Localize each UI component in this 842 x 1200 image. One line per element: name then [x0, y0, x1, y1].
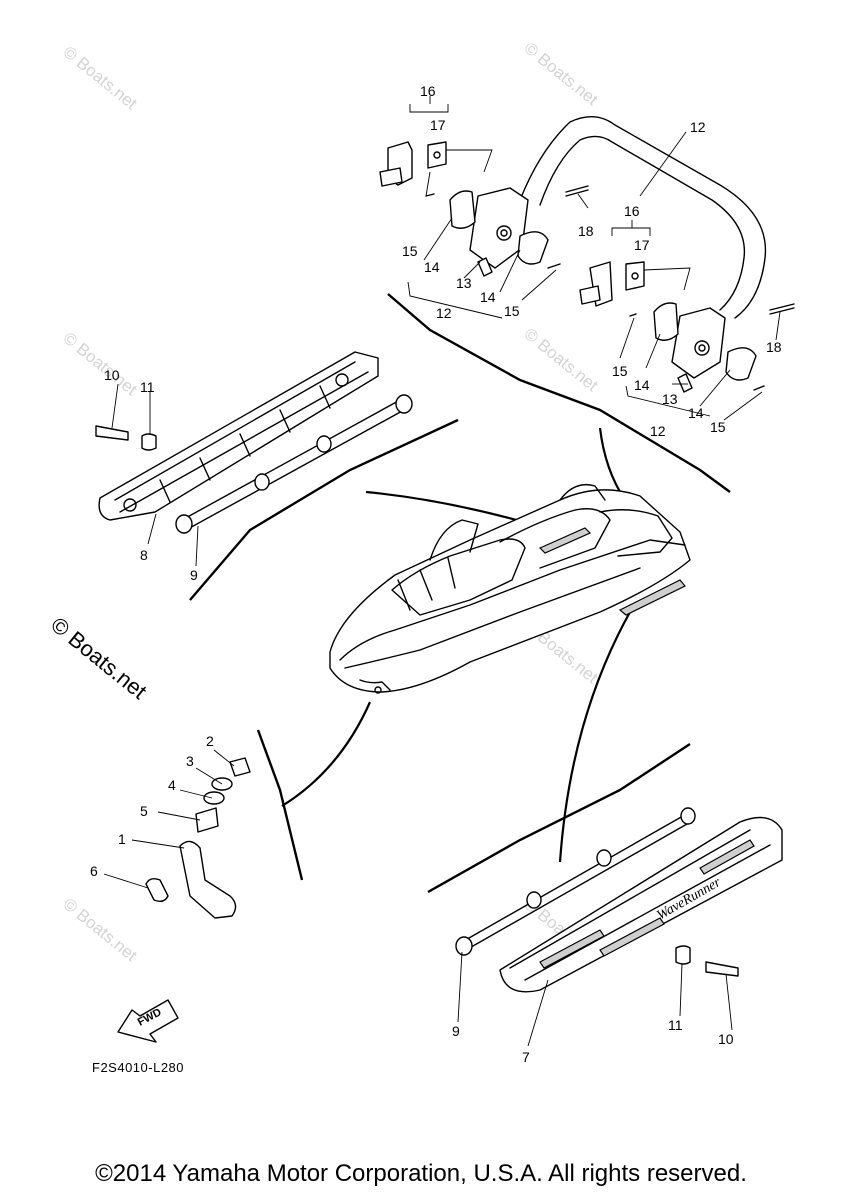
callout-16: 16 [420, 83, 436, 99]
callout-13: 13 [662, 391, 678, 407]
callout-10: 10 [718, 1031, 734, 1047]
bottom-right-frame [427, 742, 691, 894]
callout-12: 12 [436, 305, 452, 321]
callout-16: 16 [624, 203, 640, 219]
forward-direction-arrow: FWD [117, 999, 179, 1043]
watermark: © Boats.net [59, 894, 140, 965]
callout-14: 14 [424, 259, 440, 275]
callout-6: 6 [90, 863, 98, 879]
callout-9: 9 [452, 1023, 460, 1039]
callout-15: 15 [504, 303, 520, 319]
connector-arrow [558, 611, 631, 863]
callout-9: 9 [190, 567, 198, 583]
rear-grab-bar-assembly [379, 116, 795, 393]
watermark: © Boats.net [520, 38, 601, 109]
callout-11: 11 [668, 1017, 683, 1033]
callout-5: 5 [140, 803, 148, 819]
rear-group-frame [387, 293, 731, 493]
callout-3: 3 [186, 753, 194, 769]
callout-15: 15 [710, 419, 726, 435]
left-group-frame [189, 418, 459, 601]
bottom-left-frame [256, 729, 304, 881]
reference-code: F2S4010-L280 [92, 1060, 185, 1075]
callout-18: 18 [578, 223, 594, 239]
right-step-assembly: WaveRunner [455, 807, 783, 993]
callout-17: 17 [634, 237, 650, 253]
callout-14: 14 [634, 377, 650, 393]
callout-labels: 16 17 12 18 15 14 13 14 15 12 16 17 18 1… [90, 83, 782, 1065]
callout-7: 7 [522, 1049, 530, 1065]
connector-arrow [281, 701, 372, 807]
copyright-notice: ©2014 Yamaha Motor Corporation, U.S.A. A… [95, 1160, 747, 1187]
hook-handle-assembly [145, 757, 251, 919]
callout-12: 12 [690, 119, 706, 135]
leader-lines [103, 96, 781, 1047]
callout-1: 1 [118, 831, 126, 847]
callout-4: 4 [168, 777, 176, 793]
callout-8: 8 [140, 547, 148, 563]
left-step-assembly [95, 351, 413, 534]
callout-14: 14 [480, 289, 496, 305]
callout-2: 2 [206, 733, 214, 749]
callout-12: 12 [650, 423, 666, 439]
callout-14: 14 [688, 405, 704, 421]
callout-10: 10 [104, 367, 120, 383]
watercraft-illustration [329, 483, 691, 694]
callout-11: 11 [140, 379, 155, 395]
watermark: © Boats.net [59, 42, 140, 113]
callout-18: 18 [766, 339, 782, 355]
callout-13: 13 [456, 275, 472, 291]
callout-15: 15 [402, 243, 418, 259]
callout-15: 15 [612, 363, 628, 379]
watermark: © Boats.net [59, 328, 140, 399]
callout-17: 17 [430, 117, 446, 133]
